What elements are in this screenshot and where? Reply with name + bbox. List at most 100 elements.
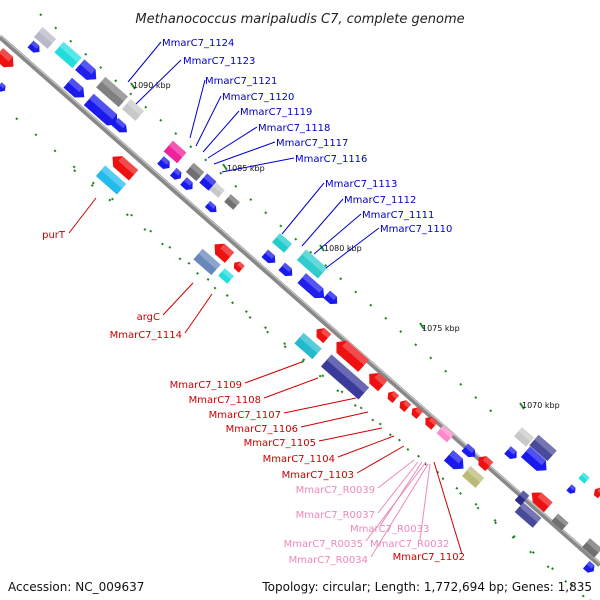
tick-dot <box>324 264 328 268</box>
tick-dot <box>340 390 344 394</box>
leader-line <box>300 411 369 428</box>
gene-arrow <box>83 93 118 126</box>
tick-dot <box>493 518 497 522</box>
gene-feature <box>180 177 193 190</box>
tick-dot <box>511 535 515 539</box>
tick-dot <box>476 506 480 510</box>
gene-feature <box>261 249 276 264</box>
tick-dot <box>15 117 19 121</box>
leader-line <box>365 461 427 542</box>
gene-shading <box>183 177 193 186</box>
tick-dot <box>444 369 448 373</box>
gene-feature <box>0 82 6 92</box>
gene-feature <box>169 167 182 180</box>
leader-line <box>135 59 182 105</box>
gene-feature <box>209 182 225 198</box>
gene-shading <box>403 400 412 408</box>
gene-arrow <box>297 273 325 299</box>
major-tick-mark <box>319 244 325 252</box>
gene-arrow <box>531 492 553 513</box>
gene-shading <box>126 99 145 116</box>
tick-dot <box>489 409 493 413</box>
tick-dot <box>414 343 418 347</box>
gene-block <box>514 502 542 528</box>
forward-gene-label: MmarC7_1118 <box>258 123 330 134</box>
forward-gene-label: MmarC7_1117 <box>276 138 348 149</box>
tick-dot <box>54 26 58 30</box>
leader-line <box>184 293 213 334</box>
reverse-gene-label: MmarC7_1108 <box>189 395 261 406</box>
gene-shading <box>173 167 182 176</box>
gene-shading <box>302 273 324 293</box>
gene-arrow <box>199 173 217 191</box>
gene-arrow <box>204 201 217 213</box>
tick-dot <box>318 374 322 378</box>
leader-line <box>325 227 380 269</box>
leader-line <box>68 197 97 234</box>
gene-shading <box>227 194 240 206</box>
backbone-line <box>0 35 600 567</box>
tick-dot <box>406 447 410 451</box>
gene-feature <box>578 472 590 484</box>
tick-dot <box>474 502 478 506</box>
gene-shading <box>115 117 127 129</box>
leader-line <box>244 361 303 384</box>
reverse-gene-label: MmarC7_1109 <box>170 380 242 391</box>
major-tick-mark <box>519 402 525 410</box>
genome-backbone <box>0 34 600 567</box>
tick-dot <box>388 433 392 437</box>
tick-dot <box>114 79 118 83</box>
gene-feature <box>387 391 400 404</box>
gene-shading <box>320 328 332 339</box>
tick-dot <box>91 181 95 185</box>
leader-line <box>189 79 206 139</box>
gene-block <box>96 76 128 108</box>
gene-shading <box>440 425 454 439</box>
gene-shading <box>519 502 542 523</box>
tick-dot <box>429 356 433 360</box>
gene-feature <box>112 156 139 181</box>
reverse-gene-label: purT <box>42 230 66 241</box>
tick-dot <box>321 374 325 378</box>
leader-line <box>318 427 383 442</box>
leader-line <box>283 397 357 414</box>
tick-dot <box>264 211 268 215</box>
tick-dot <box>99 66 103 70</box>
reverse-gene-label: MmarC7_1106 <box>226 424 298 435</box>
gene-feature <box>529 434 557 462</box>
gene-block <box>551 513 569 531</box>
gene-shading <box>569 484 576 491</box>
leader-line <box>301 198 344 247</box>
gene-shading <box>0 48 13 62</box>
leader-line <box>207 126 258 159</box>
tick-dot <box>339 277 343 281</box>
gene-feature <box>294 332 322 360</box>
leader-line <box>162 282 194 316</box>
gene-block <box>461 466 485 488</box>
gene-shading <box>581 472 590 481</box>
tick-dot <box>53 149 57 153</box>
gene-shading <box>276 233 292 248</box>
gene-feature <box>520 446 547 471</box>
rna-gene-label: MmarC7_R0034 <box>289 555 368 566</box>
gene-feature <box>461 443 476 458</box>
tick-dot <box>529 550 533 554</box>
leader-line <box>419 463 431 541</box>
gene-shading <box>597 487 600 495</box>
gene-block <box>209 182 225 198</box>
tick-dot <box>72 165 76 169</box>
tick-dot <box>143 227 147 231</box>
tick-dot <box>204 158 208 162</box>
gene-feature <box>95 165 127 195</box>
gene-block <box>514 427 534 447</box>
forward-gene-label: MmarC7_1123 <box>183 56 255 67</box>
tick-label: 1085 kbp <box>227 164 265 173</box>
tick-dot <box>129 92 133 96</box>
tick-dot <box>399 330 403 334</box>
tick-dot <box>309 250 313 254</box>
tick-dot <box>546 565 550 569</box>
forward-gene-label: MmarC7_1121 <box>205 76 277 87</box>
tick-label: 1075 kbp <box>422 324 460 333</box>
gene-shading <box>89 93 117 120</box>
